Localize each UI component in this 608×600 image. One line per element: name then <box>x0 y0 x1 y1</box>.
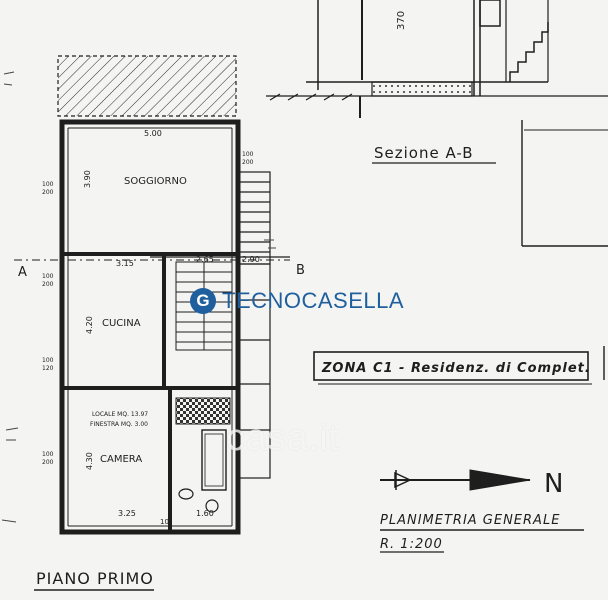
planimetria-label: PLANIMETRIA GENERALE <box>380 513 560 528</box>
dim-10: 10 <box>160 518 169 526</box>
window-dim: 100 <box>42 273 54 280</box>
section-title: Sezione A-B <box>374 144 474 162</box>
window-dim: 100 <box>42 451 54 458</box>
window-dim: 120 <box>42 365 54 372</box>
agency-logo: G TECNOCASELLA <box>190 286 404 316</box>
room-cucina: CUCINA <box>102 318 141 329</box>
bathroom <box>175 397 231 513</box>
section-height-dimension: 370 <box>396 11 407 30</box>
note-locale: LOCALE MQ. 13.97 <box>92 411 148 418</box>
window-dim: 100 <box>42 181 54 188</box>
external-stair <box>237 171 271 479</box>
dim-soggiorno-height: 3.90 <box>83 170 92 188</box>
point-b-label: B <box>296 263 306 278</box>
dim-265: 2.65 <box>196 255 214 264</box>
watermark: casa.it <box>226 417 340 459</box>
margin-sketch-marks <box>1 71 276 523</box>
logo-mark-icon: G <box>190 288 216 314</box>
window-dim: 200 <box>242 159 254 166</box>
window-dim: 100 <box>242 151 254 158</box>
dim-cucina-height: 4.20 <box>85 316 94 334</box>
dim-325: 3.25 <box>118 509 136 518</box>
piano-label: PIANO PRIMO <box>36 569 154 588</box>
point-a-label: A <box>18 265 28 280</box>
window-dim: 200 <box>42 189 54 196</box>
window-dim: 200 <box>42 459 54 466</box>
room-soggiorno: SOGGIORNO <box>124 176 187 187</box>
section-drawing <box>266 0 608 380</box>
note-finestra: FINESTRA MQ. 3.00 <box>90 421 148 428</box>
section-cut-line <box>14 256 290 261</box>
scale-label: R. 1:200 <box>380 537 443 552</box>
window-dim: 100 <box>42 357 54 364</box>
zona-label: ZONA C1 - Residenz. di Complet. <box>321 361 591 376</box>
internal-stair <box>175 261 233 351</box>
dim-camera-height: 4.30 <box>85 452 94 470</box>
window-dim: 200 <box>42 281 54 288</box>
north-label: N <box>544 469 564 499</box>
dim-160: 1.60 <box>196 509 214 518</box>
logo-text: TECNOCASELLA <box>222 288 405 313</box>
room-camera: CAMERA <box>100 454 142 465</box>
dim-top-width: 5.00 <box>144 129 162 138</box>
dim-315: 3.15 <box>116 259 134 268</box>
zona-box <box>313 351 589 381</box>
north-arrow-icon <box>380 469 531 491</box>
dim-290: 2.90 <box>242 255 260 264</box>
